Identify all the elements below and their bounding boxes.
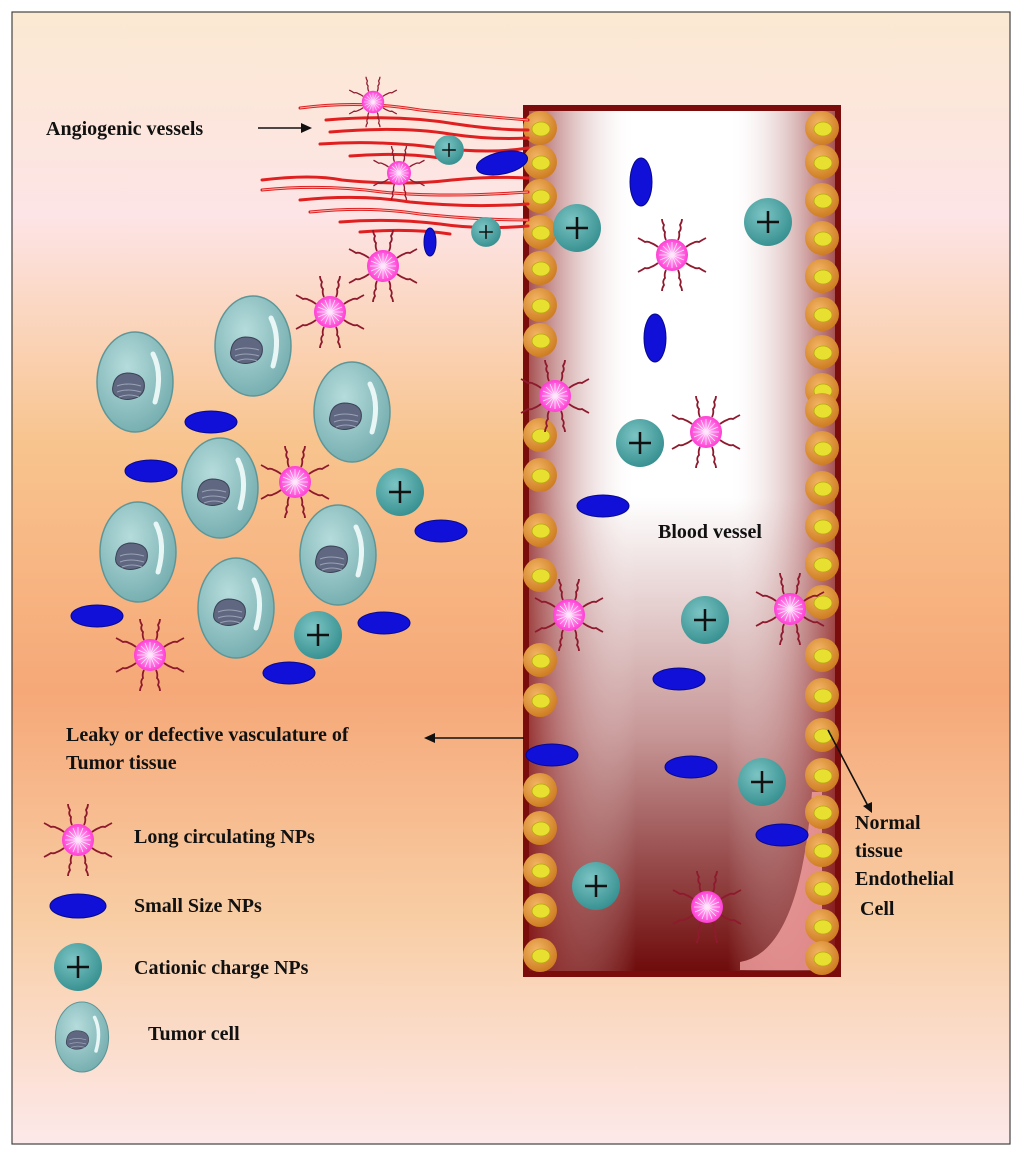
angiogenic-vessels-highlight bbox=[261, 103, 529, 221]
legend-label-small-size: Small Size NPs bbox=[134, 895, 262, 917]
diagram-frame bbox=[11, 11, 1011, 1145]
tumor-cell bbox=[215, 296, 291, 396]
legend-label-long-circulating: Long circulating NPs bbox=[134, 826, 315, 848]
leaky-vasculature-label-line2: Tumor tissue bbox=[66, 752, 177, 774]
angiogenic-vessels-label: Angiogenic vessels bbox=[46, 118, 204, 140]
small-size-np-legend-icon bbox=[49, 893, 107, 919]
angiogenic-arrow bbox=[258, 123, 312, 133]
cationic-np-legend-icon bbox=[52, 941, 104, 993]
tumor-cell bbox=[314, 362, 390, 462]
legend-label-cationic: Cationic charge NPs bbox=[134, 957, 309, 979]
tumor-cell bbox=[100, 502, 176, 602]
tumor-cell bbox=[182, 438, 258, 538]
tumor-cell bbox=[300, 505, 376, 605]
leaky-arrow bbox=[424, 733, 524, 743]
normal-tissue-label-line4: Cell bbox=[860, 898, 895, 920]
small-size-nps bbox=[49, 150, 809, 919]
tumor-cell bbox=[198, 558, 274, 658]
normal-tissue-label-line2: tissue bbox=[855, 840, 903, 862]
tumor-cell-legend-icon bbox=[53, 1000, 111, 1074]
blood-vessel-label: Blood vessel bbox=[658, 521, 762, 543]
normal-tissue-arrow bbox=[827, 729, 872, 813]
tumor-cell bbox=[97, 332, 173, 432]
legend-label-tumor-cell: Tumor cell bbox=[148, 1023, 240, 1045]
normal-tissue-label-line3: Endothelial bbox=[855, 868, 954, 890]
normal-tissue-label-line1: Normal bbox=[855, 812, 921, 834]
leaky-vasculature-label-line1: Leaky or defective vasculature of bbox=[66, 724, 349, 746]
